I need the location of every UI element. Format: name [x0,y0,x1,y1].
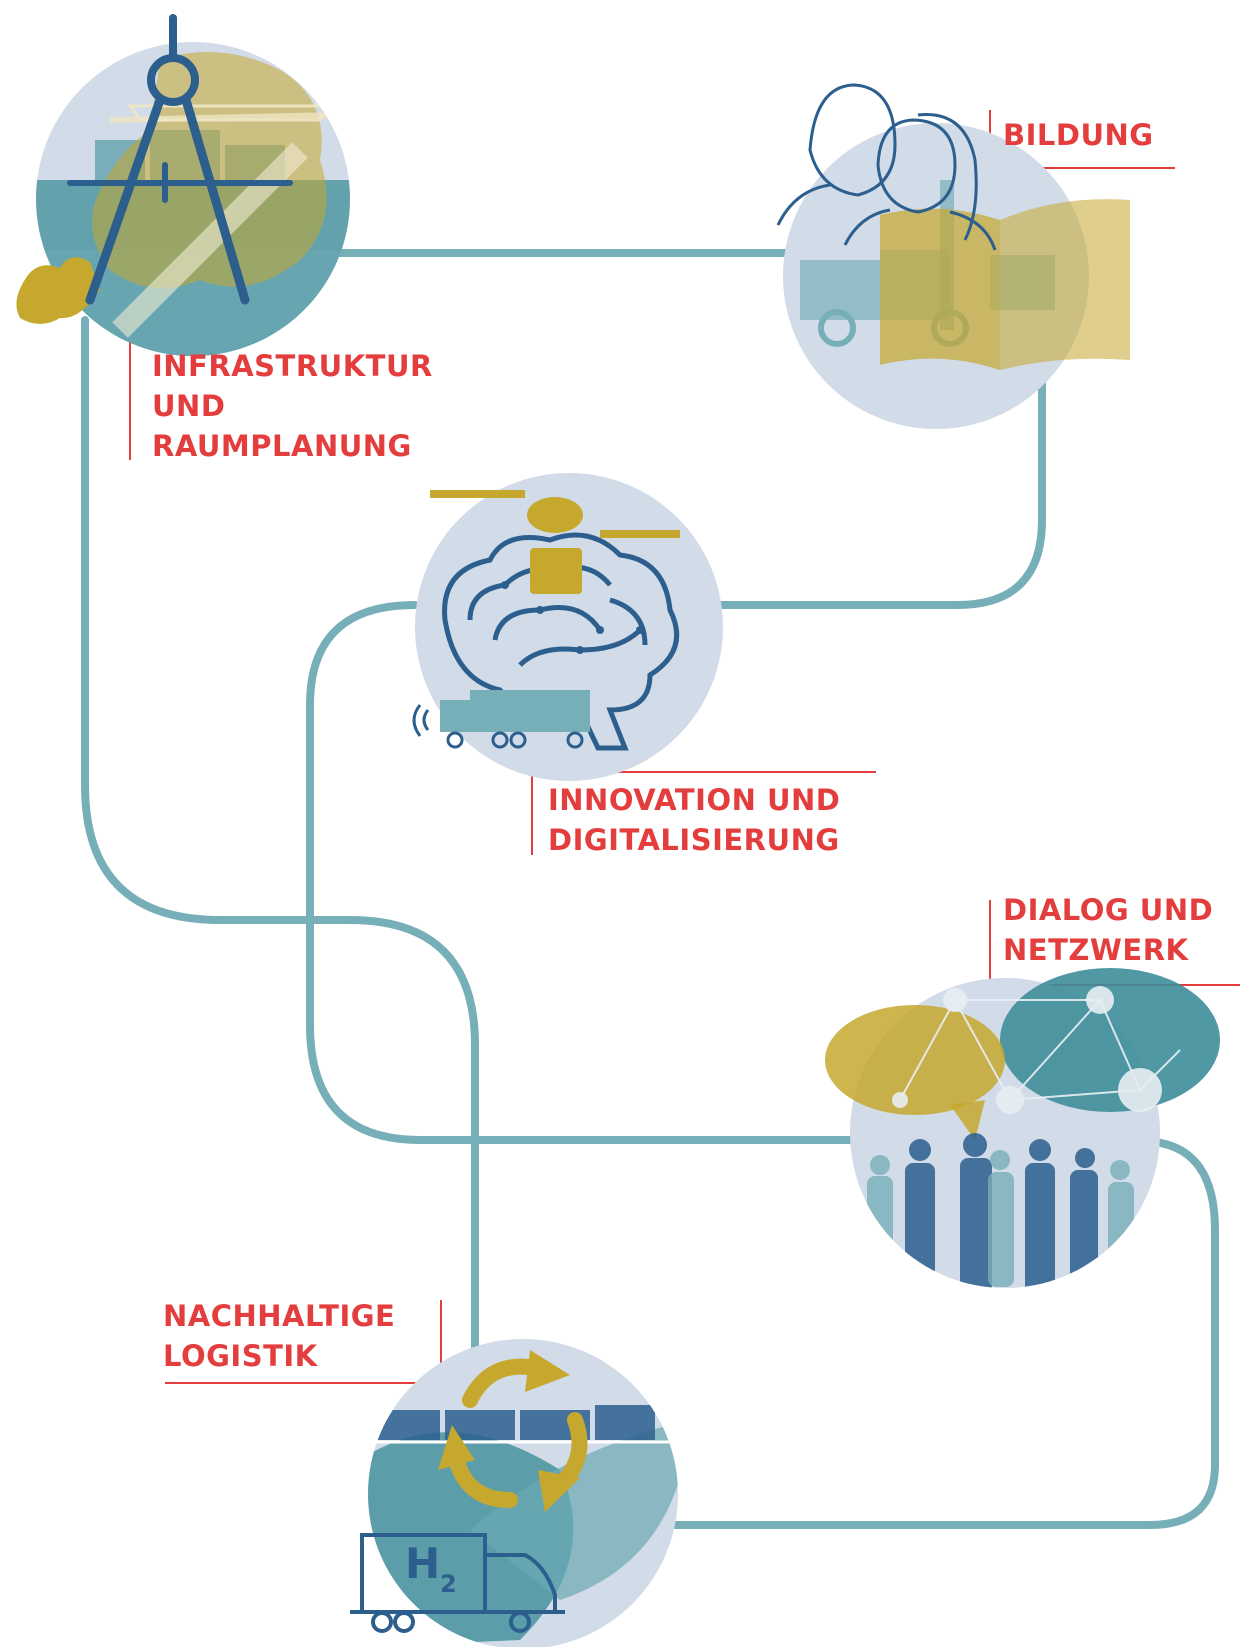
label-line: NETZWERK [1003,933,1189,967]
truck-icon [412,690,590,749]
label-innovation: INNOVATION UND DIGITALISIERUNG [548,780,840,860]
path-infra-down [81,316,479,1369]
path-dialog-to-logistik [671,1138,1219,1529]
rule-infrastruktur [129,334,148,460]
compass-map-icon [16,14,350,356]
h2-truck-icon [350,1533,565,1633]
recycle-h2-truck-icon: H 2 [350,1339,678,1647]
label-line: DIGITALISIERUNG [548,823,840,857]
label-dialog: DIALOG UND NETZWERK [1003,890,1213,970]
people-forklift-book-icon [776,83,1130,429]
label-infrastruktur: INFRASTRUKTUR UND RAUMPLANUNG [152,346,433,466]
label-line: DIALOG UND [1003,893,1214,927]
connector-paths [81,249,1219,1529]
label-line: RAUMPLANUNG [152,429,412,463]
path-innovation-down [306,601,854,1144]
brain-drone-truck-icon [412,473,723,781]
label-line: LOGISTIK [163,1339,318,1373]
label-line: UND [152,389,226,423]
label-line: BILDUNG [1003,118,1154,152]
label-line: INNOVATION UND [548,783,841,817]
label-line: NACHHALTIGE [163,1299,396,1333]
h2-label: H [405,1539,440,1588]
label-line: INFRASTRUKTUR [152,349,433,383]
speech-network-icon [825,968,1220,1288]
h2-subscript: 2 [440,1570,457,1598]
drone-icon [430,490,680,594]
label-bildung: BILDUNG [1003,115,1154,155]
path-bildung-to-innovation [711,366,1046,609]
label-logistik: NACHHALTIGE LOGISTIK [163,1296,395,1376]
